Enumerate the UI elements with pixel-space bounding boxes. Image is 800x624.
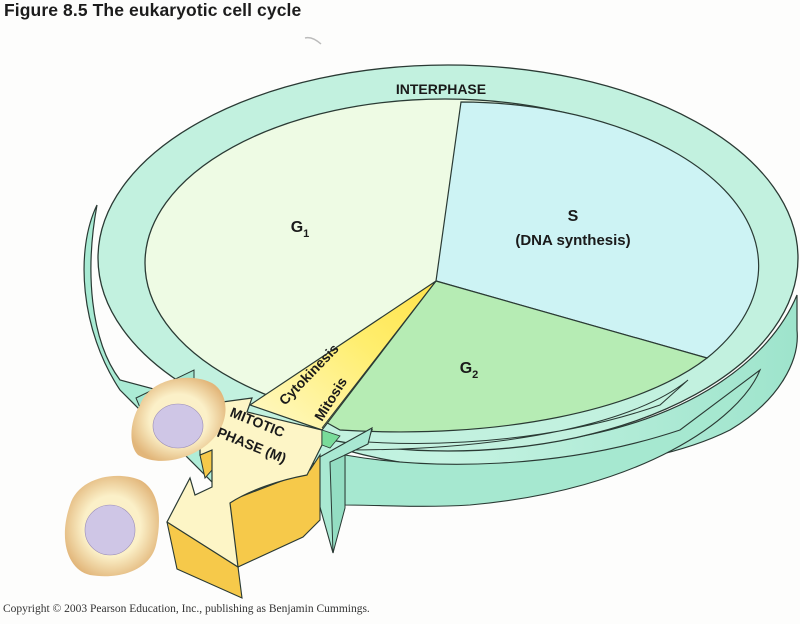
copyright-notice: Copyright © 2003 Pearson Education, Inc.…: [3, 603, 370, 615]
g2-sliver: [321, 429, 341, 449]
s-description: (DNA synthesis): [515, 232, 630, 249]
nucleus-upper: [152, 403, 204, 449]
nucleus-lower: [84, 504, 136, 556]
g2-label: G2: [460, 360, 479, 381]
g1-sub: 1: [303, 228, 309, 240]
ring-arrow-body-side: [344, 368, 762, 507]
s-phase-slice: [435, 101, 760, 359]
g1-label: G1: [291, 219, 310, 240]
print-smudge: [304, 36, 322, 45]
g2-sub: 2: [472, 369, 478, 381]
s-label: S: [568, 208, 579, 225]
g2-main: G: [460, 360, 472, 377]
mitosis-divider: [321, 280, 437, 429]
ring-arrow-cap: [329, 454, 346, 554]
mitosis-wedge: [248, 280, 437, 431]
ring-arrowhead: [329, 379, 689, 456]
daughter-cell-lower: [64, 475, 159, 577]
daughter-cell-upper: [131, 377, 226, 461]
g1-main: G: [291, 219, 303, 236]
figure-title: Figure 8.5 The eukaryotic cell cycle: [4, 0, 302, 20]
interphase-label: INTERPHASE: [396, 81, 486, 97]
